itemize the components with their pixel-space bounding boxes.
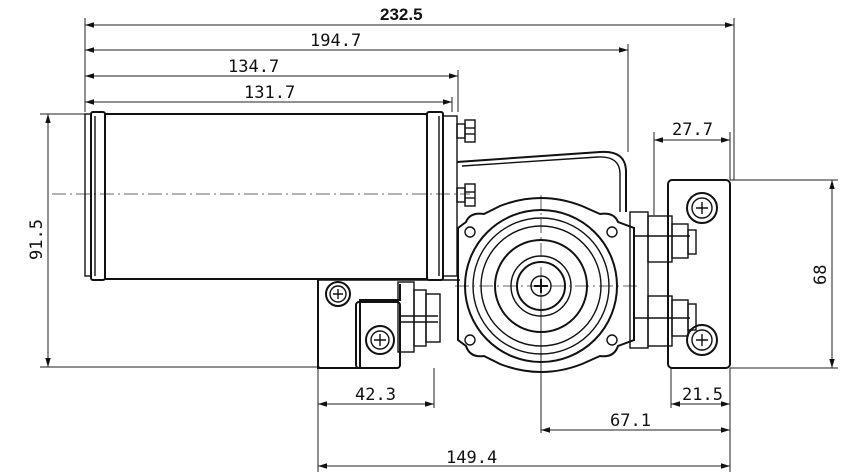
label-left-mount: 42.3 bbox=[355, 385, 396, 405]
dimension-lines bbox=[40, 18, 838, 472]
dimension-labels: 232.5 194.7 134.7 131.7 27.7 91.5 68 42.… bbox=[27, 5, 831, 468]
label-length-to-gearbox: 194.7 bbox=[310, 31, 361, 51]
label-motor-body: 131.7 bbox=[244, 83, 295, 103]
label-bracket-width: 27.7 bbox=[672, 120, 713, 140]
motor-body bbox=[84, 111, 458, 281]
label-motor-with-terminals: 134.7 bbox=[228, 57, 279, 77]
label-bracket-height: 68 bbox=[811, 265, 831, 285]
lower-left-bracket bbox=[355, 281, 441, 369]
label-right-mount: 21.5 bbox=[682, 385, 723, 405]
label-mount-span: 149.4 bbox=[446, 448, 497, 468]
label-overall-length: 232.5 bbox=[380, 5, 423, 24]
label-height-total: 91.5 bbox=[27, 219, 47, 260]
right-bracket bbox=[667, 179, 731, 369]
gearbox-housing bbox=[317, 150, 627, 369]
gearbox-round-body bbox=[457, 197, 635, 373]
label-shaft-to-right: 67.1 bbox=[610, 411, 651, 431]
motor-terminals bbox=[456, 119, 476, 207]
left-screw bbox=[325, 281, 351, 307]
right-coupling bbox=[629, 211, 697, 349]
center-lines bbox=[52, 193, 640, 380]
